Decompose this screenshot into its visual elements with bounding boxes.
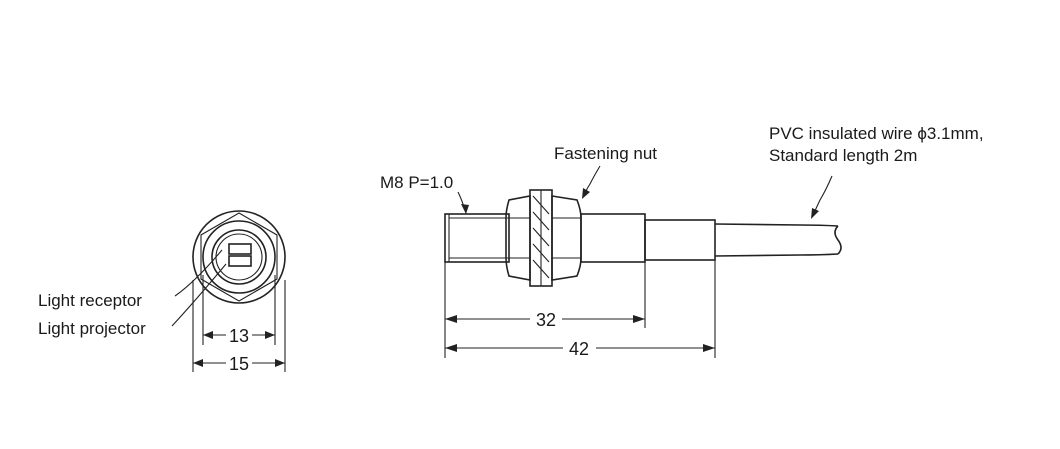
leader-arrow — [461, 204, 469, 214]
wire-spec-line2: Standard length 2m — [769, 146, 917, 165]
dim-arrow — [703, 344, 715, 352]
threaded-section — [444, 213, 510, 263]
sensor-body — [644, 219, 716, 261]
fastening-nut-label: Fastening nut — [554, 144, 657, 163]
wire-spec-line1: PVC insulated wire ϕ3.1mm, — [769, 124, 984, 143]
light-receptor-label: Light receptor — [38, 291, 142, 310]
dim-arrow — [193, 359, 203, 367]
light-projector-label: Light projector — [38, 319, 146, 338]
pvc-cable — [714, 223, 839, 227]
dim-label-13: 13 — [229, 326, 249, 346]
dim-label-32: 32 — [536, 310, 556, 330]
pvc-cable — [714, 253, 839, 257]
receptor-leader — [174, 249, 223, 297]
dim-arrow — [633, 315, 645, 323]
dim-arrow — [445, 344, 457, 352]
front-lens-ring — [211, 229, 267, 285]
front-lens-inner — [215, 233, 263, 281]
dim-arrow — [203, 331, 213, 339]
dim-label-42: 42 — [569, 339, 589, 359]
light-receptor-window — [228, 243, 252, 255]
dim-arrow — [275, 359, 285, 367]
rear-thread-section — [580, 213, 646, 263]
front-view: Light receptor Light projector 13 15 — [38, 210, 286, 374]
front-hex-nut — [200, 212, 278, 302]
lock-nut-body — [551, 195, 582, 281]
dim-arrow — [265, 331, 275, 339]
projector-leader — [171, 263, 227, 327]
dim-label-15: 15 — [229, 354, 249, 374]
front-outer-ring — [192, 210, 286, 304]
front-inner-ring — [202, 220, 276, 294]
cable-break — [834, 225, 842, 255]
thread-spec-label: M8 P=1.0 — [380, 173, 453, 192]
dim-arrow — [445, 315, 457, 323]
side-view: M8 P=1.0 Fastening nut PVC insulated wir… — [380, 124, 984, 359]
leader-arrow — [582, 188, 590, 199]
leader-arrow — [811, 208, 819, 219]
light-projector-window — [228, 255, 252, 267]
